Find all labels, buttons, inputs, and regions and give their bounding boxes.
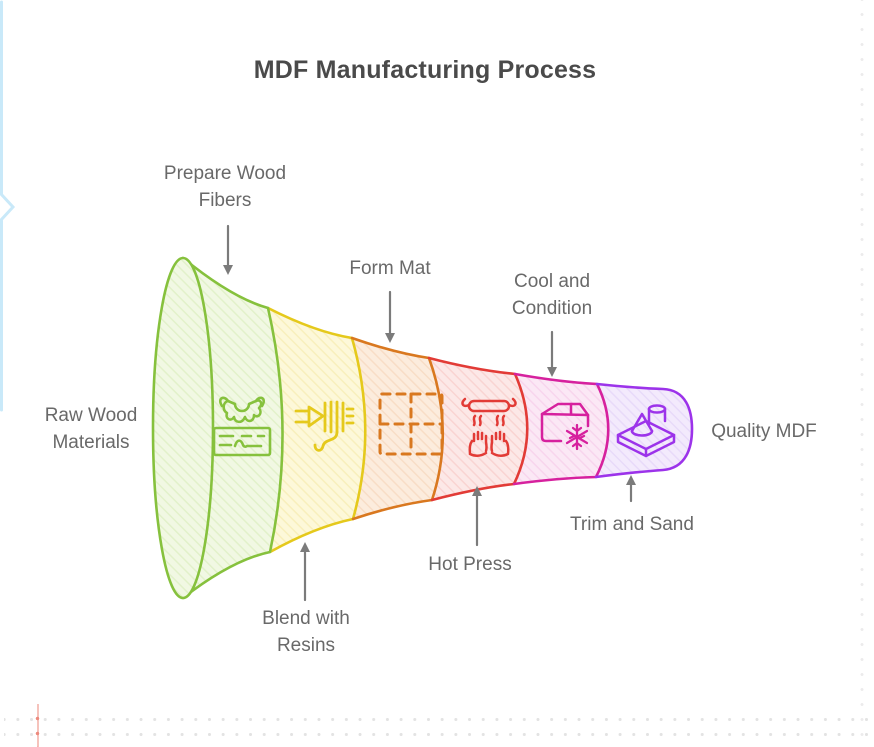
stage-label-form-mat: Form Mat xyxy=(349,258,431,279)
funnel-segment-blend xyxy=(268,308,366,552)
stage-label-trim-and-sand: Trim and Sand xyxy=(570,514,694,535)
funnel-segment-hot xyxy=(429,358,528,500)
wood-chipper-icon xyxy=(212,396,272,457)
left-accent-line xyxy=(0,0,16,412)
arrow-cool-and-condition xyxy=(547,330,557,377)
input-label-raw-wood-materials: Raw Wood Materials xyxy=(44,405,138,453)
page-title: MDF Manufacturing Process xyxy=(253,56,597,84)
stage-label-prepare-wood-fibers: Prepare Wood Fibers xyxy=(163,163,287,211)
stage-label-hot-press: Hot Press xyxy=(428,554,512,575)
shapes-on-board-icon xyxy=(616,404,676,458)
callout-arrows xyxy=(223,224,636,602)
funnel-segment-trim xyxy=(596,384,692,477)
press-heat-hands-icon xyxy=(461,397,517,457)
funnel-mouth-ellipse xyxy=(151,256,215,600)
funnel-segment-cool xyxy=(514,374,609,484)
arrow-blend-with-resins xyxy=(300,542,310,602)
fork-noodles-icon xyxy=(294,400,355,452)
funnel-outlines xyxy=(151,256,694,600)
output-label-quality-mdf: Quality MDF xyxy=(711,421,817,442)
arrow-hot-press xyxy=(472,486,482,547)
stage-label-blend-with-resins: Blend with Resins xyxy=(262,608,350,656)
arrow-form-mat xyxy=(385,290,395,343)
arrow-trim-and-sand xyxy=(626,475,636,503)
chevron-right-icon xyxy=(0,192,16,222)
funnel-segment-form xyxy=(352,338,443,519)
dashed-mat-grid-icon xyxy=(378,392,444,456)
arrow-prepare-wood-fibers xyxy=(223,224,233,275)
box-snowflake-icon xyxy=(540,402,590,451)
funnel-segments xyxy=(183,258,692,598)
stage-label-cool-and-condition: Cool and Condition xyxy=(511,271,593,319)
